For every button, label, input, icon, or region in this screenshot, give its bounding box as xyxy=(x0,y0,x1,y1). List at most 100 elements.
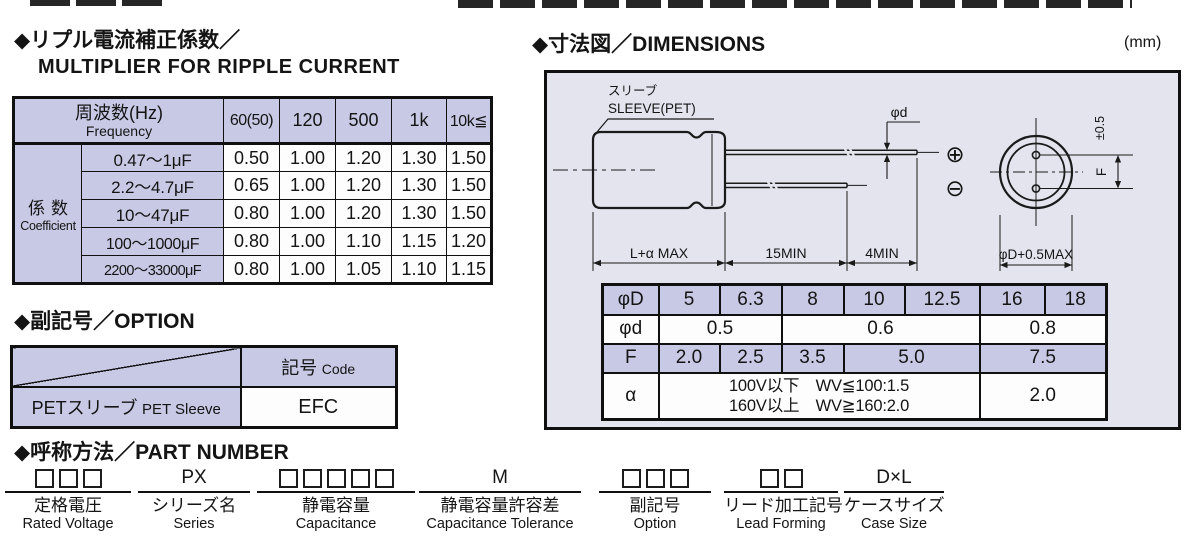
lead-min-label: 15MIN xyxy=(765,245,806,261)
dims-d-value: 10 xyxy=(842,283,906,316)
coeff-value: 0.50 xyxy=(223,143,280,172)
pn-field-capacitance: 静電容量 Capacitance xyxy=(257,461,415,533)
coeff-value: 1.30 xyxy=(391,143,447,172)
capacitor-body-outline xyxy=(591,130,727,210)
dims-lead-value: 0.8 xyxy=(978,313,1108,345)
pn-box xyxy=(82,469,102,488)
pn-digit-boxes xyxy=(599,461,711,493)
pn-code-area: D×L xyxy=(844,461,944,493)
polarity-plus-icon: ⊕ xyxy=(945,141,964,167)
sleeve-label-en: SLEEVE(PET) xyxy=(608,101,696,116)
coeff-value: 1.20 xyxy=(446,227,492,256)
coeff-value: 1.20 xyxy=(335,171,392,200)
pn-box xyxy=(759,469,779,488)
dims-d-value: 6.3 xyxy=(718,283,783,316)
unit-note: (mm) xyxy=(1124,34,1162,51)
coefficient-label-cell: 係数 Coefficient xyxy=(13,143,82,284)
pn-box xyxy=(58,469,78,488)
ripple-title-jp: ◆リプル電流補正係数／ xyxy=(14,29,241,52)
pn-box xyxy=(302,469,322,488)
ripple-title-en: MULTIPLIER FOR RIPPLE CURRENT xyxy=(38,56,400,78)
pn-field-option: 副記号 Option xyxy=(599,461,711,533)
coeff-value: 0.80 xyxy=(223,199,280,228)
option-header-row: 記号 Code xyxy=(10,345,398,388)
pn-box xyxy=(783,469,803,488)
coeff-value: 0.80 xyxy=(223,255,280,284)
ripple-row-1: 係数 Coefficient 0.47～1μF 0.50 1.00 1.20 1… xyxy=(13,143,492,284)
coeff-value: 1.15 xyxy=(446,255,492,284)
cap-range: 0.47～1μF xyxy=(81,143,224,172)
dims-lead-value: 0.6 xyxy=(780,313,981,345)
coeff-value: 1.30 xyxy=(391,171,447,200)
freq-col-120: 120 xyxy=(279,97,336,145)
dimensions-table: φD 5 6.3 8 10 12.5 16 18 φd 0.5 0.6 0.8 … xyxy=(601,283,1108,421)
option-code-cell: EFC xyxy=(239,386,398,429)
ripple-row-3: 10～47μF 0.80 1.00 1.20 1.30 1.50 xyxy=(14,199,492,228)
coeff-value: 0.65 xyxy=(223,171,280,200)
pn-field-case-size: D×L ケースサイズ Case Size xyxy=(844,461,945,533)
capacitor-leads xyxy=(725,146,939,192)
coeff-value: 1.00 xyxy=(279,199,336,228)
dims-f-value: 3.5 xyxy=(780,342,845,374)
coeff-value: 1.10 xyxy=(391,255,447,284)
coeff-value: 1.20 xyxy=(335,143,392,172)
cropped-print-artifact-left xyxy=(30,0,162,6)
coeff-value: 1.50 xyxy=(446,143,492,172)
part-number-section-title: ◆呼称方法／PART NUMBER xyxy=(14,441,289,464)
cropped-print-artifact-center xyxy=(458,0,1132,8)
dims-alpha-note: 100V以下 WV≦100:1.5 160V以上 WV≧160:2.0 xyxy=(657,371,981,421)
pn-box xyxy=(34,469,54,488)
ripple-row-2: 2.2～4.7μF 0.65 1.00 1.20 1.30 1.50 xyxy=(14,171,492,200)
dims-d-value: 18 xyxy=(1043,283,1108,316)
ripple-row-5: 2200～33000μF 0.80 1.00 1.05 1.10 1.15 xyxy=(14,255,492,284)
coeff-value: 1.30 xyxy=(391,199,447,228)
pn-field-series: PX シリーズ名 Series xyxy=(138,461,250,533)
pn-box xyxy=(350,469,370,488)
pn-digit-boxes xyxy=(257,461,415,493)
pn-digit-boxes xyxy=(5,461,131,493)
coeff-value: 1.05 xyxy=(335,255,392,284)
coeff-value: 1.00 xyxy=(279,255,336,284)
dims-d-label: φD xyxy=(601,283,660,316)
lead-space-label: F xyxy=(1094,168,1109,176)
coeff-value: 0.80 xyxy=(223,227,280,256)
coeff-value: 1.50 xyxy=(446,171,492,200)
option-data-row: PETスリーブ PET Sleeve EFC xyxy=(10,386,398,429)
freq-col-1k: 1k xyxy=(391,97,447,145)
code-header-cell: 記号 Code xyxy=(239,345,398,388)
case-diameter-label: φD+0.5MAX xyxy=(999,247,1073,262)
coeff-value: 1.10 xyxy=(335,227,392,256)
pn-box xyxy=(645,469,665,488)
dims-row-lead-diameter: φd 0.5 0.6 0.8 xyxy=(601,313,1108,345)
dims-f-value: 2.5 xyxy=(718,342,783,374)
dimensions-section-title: ◆寸法図／DIMENSIONS xyxy=(532,33,766,56)
body-length-label: L+α MAX xyxy=(630,245,689,261)
freq-col-60: 60(50) xyxy=(223,97,280,145)
coeff-value: 1.20 xyxy=(335,199,392,228)
ripple-header-row: 周波数(Hz) Frequency 60(50) 120 500 1k 10k≦ xyxy=(13,97,492,145)
dims-d-value: 8 xyxy=(780,283,845,316)
pn-box xyxy=(326,469,346,488)
dims-lead-label: φd xyxy=(601,313,660,345)
cap-range: 10～47μF xyxy=(81,199,224,228)
coeff-value: 1.00 xyxy=(279,171,336,200)
dims-row-lead-space: F 2.0 2.5 3.5 5.0 7.5 xyxy=(601,342,1108,374)
dims-d-value: 12.5 xyxy=(903,283,981,316)
sleeve-label-jp: スリーブ xyxy=(608,83,658,98)
dims-row-alpha: α 100V以下 WV≦100:1.5 160V以上 WV≧160:2.0 2.… xyxy=(601,371,1108,421)
lead-diameter-label: φd xyxy=(891,104,908,120)
pn-box xyxy=(374,469,394,488)
dims-d-value: 5 xyxy=(657,283,721,316)
dims-alpha-label: α xyxy=(601,371,660,421)
ripple-section-title: ◆リプル電流補正係数／ MULTIPLIER FOR RIPPLE CURREN… xyxy=(14,28,400,80)
dimensions-panel: スリーブ SLEEVE(PET) φd ⊕ ⊖ xyxy=(544,70,1181,430)
option-table: 記号 Code PETスリーブ PET Sleeve EFC xyxy=(10,345,398,429)
capacitor-dimension-diagram: スリーブ SLEEVE(PET) φd ⊕ ⊖ xyxy=(553,83,1133,271)
dims-lead-value: 0.5 xyxy=(657,313,783,345)
cap-range: 2.2～4.7μF xyxy=(81,171,224,200)
dims-row-diameter: φD 5 6.3 8 10 12.5 16 18 xyxy=(601,283,1108,316)
capacitor-end-view xyxy=(990,118,1133,226)
dims-f-value: 2.0 xyxy=(657,342,721,374)
cap-range: 100～1000μF xyxy=(81,227,224,256)
option-label-cell: PETスリーブ PET Sleeve xyxy=(10,386,242,429)
